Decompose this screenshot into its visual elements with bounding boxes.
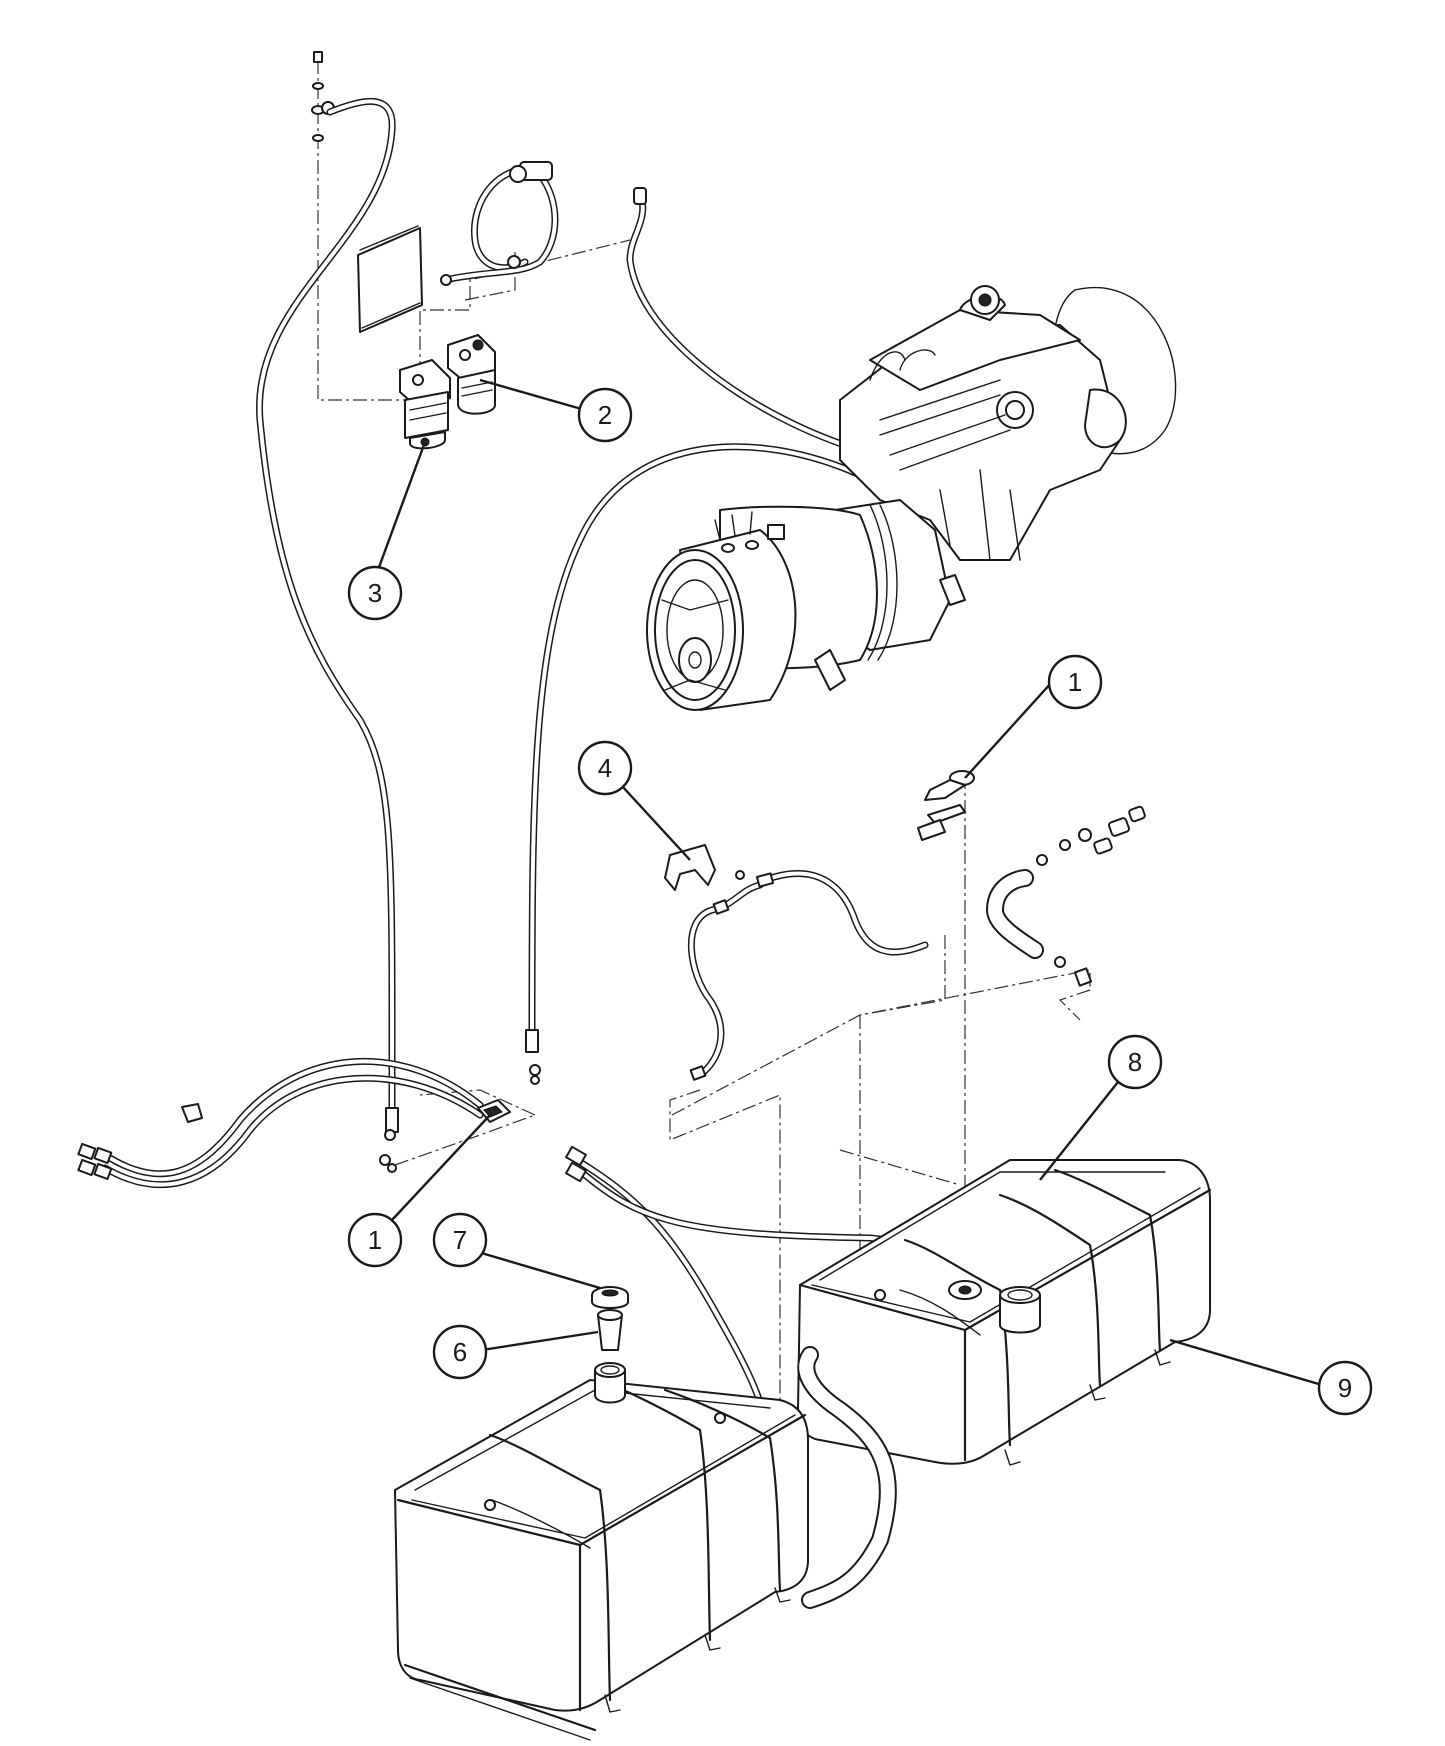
- callout-1-manifold: 1: [347, 1114, 491, 1268]
- ground-line: [403, 1663, 597, 1732]
- hose-bracket: [664, 844, 745, 891]
- callout-9: 9: [1169, 1338, 1373, 1416]
- vent-hose-loop: [688, 870, 929, 1081]
- callout-2-label: 2: [598, 400, 612, 430]
- callout-1-manifold-label: 1: [368, 1225, 382, 1255]
- callout-4-label: 4: [598, 753, 612, 783]
- mounting-plate: [357, 227, 423, 333]
- callout-2: 2: [479, 378, 633, 443]
- fuel-filter-primary: [447, 334, 496, 415]
- callout-7: 7: [432, 1212, 601, 1290]
- callout-6-label: 6: [453, 1337, 467, 1367]
- fuel-supply-line-left: [256, 97, 399, 1134]
- callout-8: 8: [1039, 1034, 1163, 1181]
- callout-1-sender-label: 1: [1068, 667, 1082, 697]
- fuel-line-to-engine: [525, 443, 864, 1053]
- callout-8-label: 8: [1128, 1047, 1142, 1077]
- fuel-manifold-block: [379, 1064, 541, 1173]
- callout-7-label: 7: [453, 1225, 467, 1255]
- fuel-line-engine-top: [626, 187, 864, 454]
- filter-loop-hose: [440, 161, 559, 286]
- vent-fittings: [1036, 805, 1146, 987]
- callout-1-sender: 1: [964, 654, 1103, 779]
- vent-hose-elbow: [986, 869, 1044, 959]
- callout-9-label: 9: [1338, 1373, 1352, 1403]
- callout-3-label: 3: [368, 578, 382, 608]
- engine-generator-assembly: [646, 285, 1177, 711]
- callout-6: 6: [432, 1324, 599, 1380]
- callout-4: 4: [577, 740, 691, 861]
- fuel-tank-right: [797, 1159, 1212, 1466]
- line-end-fittings: [77, 1103, 203, 1181]
- top-fasteners: [311, 51, 335, 142]
- tank-crossover-pipe: [797, 1346, 897, 1609]
- fuel-return-lines: [101, 1057, 924, 1444]
- callout-3: 3: [347, 441, 427, 621]
- fuel-filter-water-separator: [399, 359, 451, 450]
- fuel-tank-left: [394, 1286, 809, 1713]
